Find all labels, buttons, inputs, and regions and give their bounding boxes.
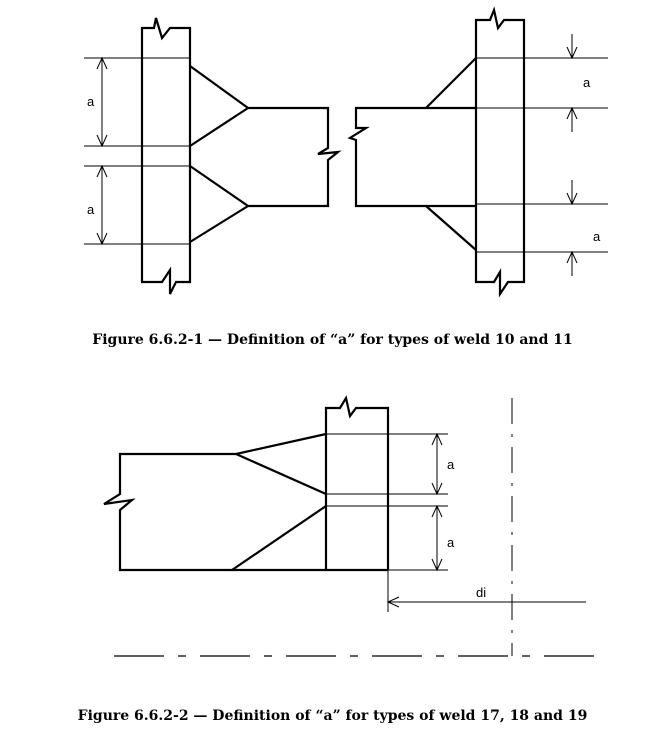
figure-1-left-joint: a a [84,17,342,295]
left-upper-weld [189,65,250,147]
figure-2-caption: Figure 6.6.2-2 — Definition of “a” for t… [77,708,588,724]
fig2-lower-weld [231,505,327,571]
fig2-horizontal-plate [103,452,388,572]
fig2-dim-label-upper: a [447,457,455,472]
right-lower-weld [425,205,477,251]
right-upper-weld [425,57,477,109]
left-lower-weld [189,165,251,243]
fig2-dim-label-lower: a [447,535,455,550]
left-dimension-lines [84,57,190,245]
left-vertical-plate [140,17,192,295]
right-dimension-lines [476,34,608,276]
left-dim-label-upper: a [87,94,95,109]
right-dim-label-lower: a [593,229,601,244]
figure-1-caption: Figure 6.6.2-1 — Definition of “a” for t… [92,332,573,348]
figure-2-joint: a a di [103,395,604,657]
right-dim-label-upper: a [583,75,591,90]
fig2-vertical-plate [324,395,390,570]
fig2-upper-weld [232,432,327,496]
right-stub-plate [347,106,476,208]
fig2-distance-label-di: di [476,585,486,600]
left-connecting-plate [248,106,342,208]
fig2-dimension-lines [326,433,586,612]
figure-1-right-joint: a a [347,6,608,298]
left-dim-label-lower: a [87,202,95,217]
right-vertical-plate [474,6,526,298]
